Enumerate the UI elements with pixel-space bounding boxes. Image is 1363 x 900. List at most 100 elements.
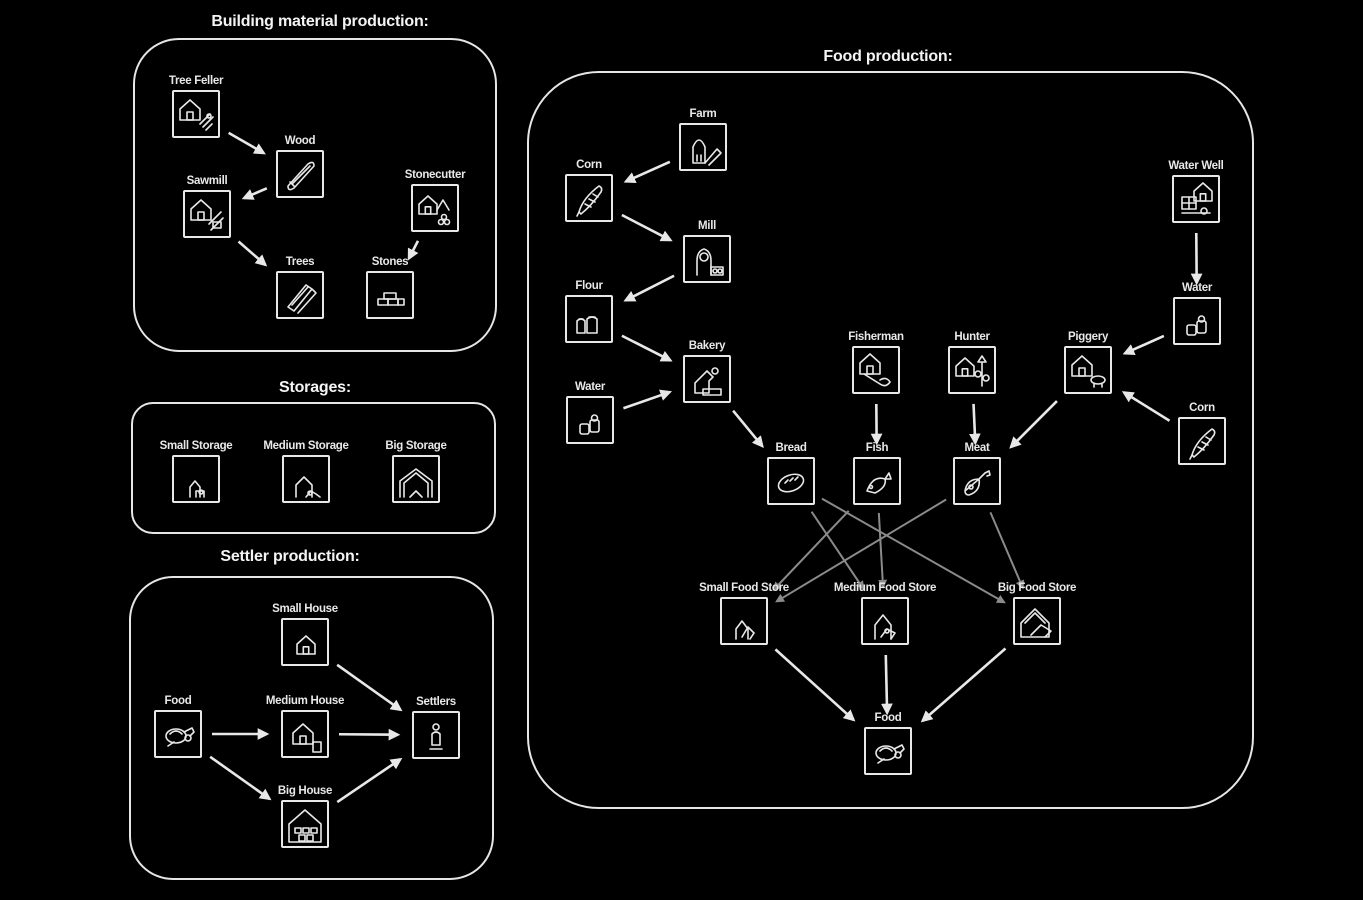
big-storage-icon — [399, 468, 433, 498]
node-label: Water — [574, 381, 606, 393]
node-label: Medium Food Store — [833, 582, 937, 594]
node-water-well[interactable]: Water Well — [1168, 160, 1224, 223]
node-stones[interactable]: Stones — [366, 256, 414, 319]
node-label: Bread — [775, 442, 807, 454]
node-label: Big Storage — [385, 440, 447, 452]
node-medium-house[interactable]: Medium House — [266, 695, 344, 758]
node-stonecutter[interactable]: Stonecutter — [405, 169, 466, 232]
water-well-icon — [1181, 182, 1213, 215]
node-frame — [1178, 417, 1226, 465]
node-frame — [1064, 346, 1112, 394]
water-buckets-icon — [579, 414, 600, 435]
small-house-icon — [296, 635, 316, 655]
node-label: Fisherman — [848, 331, 904, 343]
node-frame — [948, 346, 996, 394]
food-production-title: Food production: — [823, 48, 953, 65]
node-small-house[interactable]: Small House — [272, 603, 338, 666]
node-big-storage[interactable]: Big Storage — [385, 440, 447, 503]
mill-icon — [696, 248, 724, 276]
node-small-storage[interactable]: Small Storage — [160, 440, 233, 503]
node-label: Small House — [272, 603, 338, 615]
sawmill-icon — [190, 199, 224, 231]
node-label: Big House — [277, 785, 333, 797]
piggery-icon — [1071, 355, 1106, 388]
node-corn-left[interactable]: Corn — [565, 159, 613, 222]
node-wood[interactable]: Wood — [276, 135, 324, 198]
node-frame — [1172, 175, 1220, 223]
node-tree-feller[interactable]: Tree Feller — [169, 75, 223, 138]
corn-icon — [1189, 428, 1216, 460]
node-farm[interactable]: Farm — [679, 108, 727, 171]
node-bakery[interactable]: Bakery — [683, 340, 731, 403]
node-frame — [852, 346, 900, 394]
node-meat[interactable]: Meat — [953, 442, 1001, 505]
node-frame — [720, 597, 768, 645]
fisherman-hut-icon — [859, 353, 891, 387]
node-big-house[interactable]: Big House — [278, 785, 332, 848]
node-trees[interactable]: Trees — [276, 256, 324, 319]
meat-icon — [964, 470, 991, 496]
node-label: Fish — [865, 442, 889, 454]
node-mill[interactable]: Mill — [683, 220, 731, 283]
node-flour[interactable]: Flour — [565, 280, 613, 343]
node-small-food-store[interactable]: Small Food Store — [699, 582, 789, 645]
node-settler-food[interactable]: Food — [154, 695, 202, 758]
node-fisherman[interactable]: Fisherman — [848, 331, 904, 394]
small-food-store-icon — [735, 620, 755, 640]
node-label: Corn — [1189, 402, 1215, 414]
node-frame — [276, 150, 324, 198]
settler-production-panel — [129, 576, 494, 880]
node-frame — [861, 597, 909, 645]
node-frame — [276, 271, 324, 319]
big-food-store-icon — [1020, 608, 1052, 638]
food-production-panel — [527, 71, 1254, 809]
food-icon — [875, 744, 905, 764]
node-bread[interactable]: Bread — [767, 442, 815, 505]
node-hunter[interactable]: Hunter — [948, 331, 996, 394]
node-water-left[interactable]: Water — [566, 381, 614, 444]
node-big-food-store[interactable]: Big Food Store — [998, 582, 1076, 645]
node-frame — [154, 710, 202, 758]
node-medium-food-store[interactable]: Medium Food Store — [834, 582, 936, 645]
node-piggery[interactable]: Piggery — [1064, 331, 1112, 394]
node-label: Trees — [285, 256, 315, 268]
medium-food-store-icon — [874, 614, 896, 640]
node-medium-storage[interactable]: Medium Storage — [263, 440, 349, 503]
water-buckets-icon — [1186, 315, 1207, 336]
node-frame — [679, 123, 727, 171]
node-label: Mill — [698, 220, 716, 232]
node-label: Small Food Store — [699, 582, 789, 594]
node-label: Stonecutter — [404, 169, 466, 181]
log-icon — [287, 161, 315, 191]
medium-storage-icon — [295, 476, 321, 498]
node-label: Sawmill — [186, 175, 228, 187]
node-settlers[interactable]: Settlers — [412, 696, 460, 759]
node-frame — [853, 457, 901, 505]
node-frame — [282, 455, 330, 503]
node-label: Corn — [576, 159, 602, 171]
food-icon — [165, 727, 195, 747]
hunter-hut-icon — [955, 355, 990, 387]
node-label: Water Well — [1168, 160, 1224, 172]
node-frame — [172, 455, 220, 503]
settler-production-title: Settler production: — [220, 548, 360, 565]
node-label: Settlers — [416, 696, 456, 708]
node-frame — [767, 457, 815, 505]
node-frame — [412, 711, 460, 759]
node-frame — [281, 710, 329, 758]
bread-icon — [777, 473, 805, 493]
node-sawmill[interactable]: Sawmill — [183, 175, 231, 238]
node-frame — [172, 90, 220, 138]
node-corn-right[interactable]: Corn — [1178, 402, 1226, 465]
flour-sacks-icon — [576, 316, 598, 334]
node-food-final[interactable]: Food — [864, 712, 912, 775]
node-frame — [1013, 597, 1061, 645]
node-frame — [953, 457, 1001, 505]
fish-icon — [866, 472, 892, 494]
node-water-right[interactable]: Water — [1173, 282, 1221, 345]
storages-panel — [131, 402, 496, 534]
bakery-icon — [694, 367, 722, 396]
node-label: Food — [164, 695, 192, 707]
node-label: Stones — [371, 256, 409, 268]
node-fish[interactable]: Fish — [853, 442, 901, 505]
